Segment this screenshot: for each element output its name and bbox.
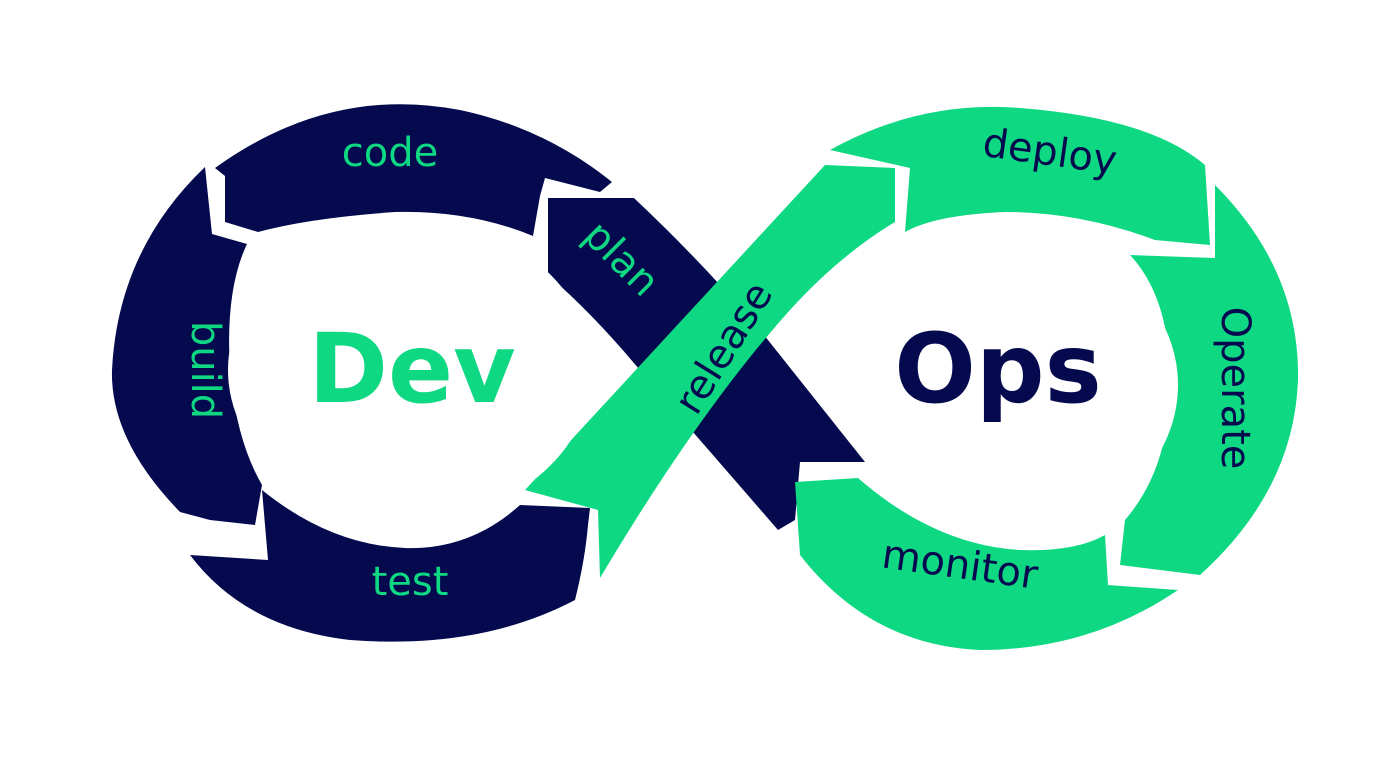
code-label: code [342,130,438,176]
deploy-segment [830,106,1210,246]
build-label: build [182,321,228,419]
monitor-segment [795,478,1178,650]
dev-center [228,220,592,520]
ops-loop [525,106,1299,650]
ops-title: Ops [894,313,1101,425]
test-label: test [372,559,449,605]
code-segment [215,104,612,236]
operate-label: Operate [1212,307,1258,470]
release-segment [525,165,895,578]
operate-segment [1120,185,1299,575]
dev-title: Dev [308,313,515,425]
ops-center [842,237,1178,533]
build-segment [111,167,262,525]
test-segment [190,490,590,642]
